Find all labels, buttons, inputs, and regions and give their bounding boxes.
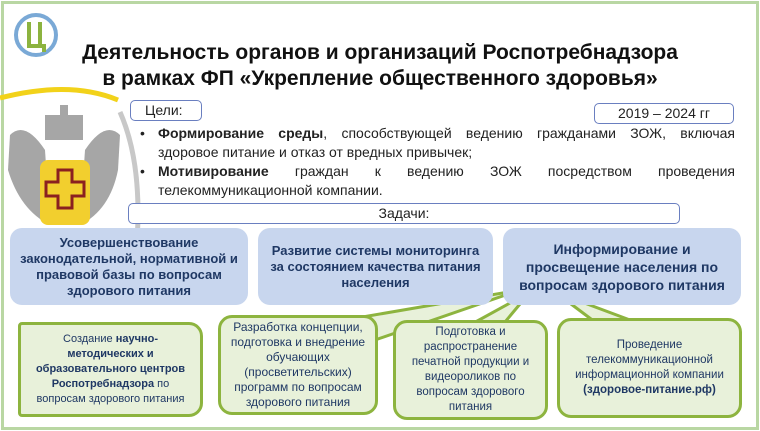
- action-link-text: (здоровое-питание.рф): [583, 384, 716, 396]
- action-print-video: Подготовка и распространение печатной пр…: [393, 320, 548, 420]
- action-bold: научно-методических и образовательного ц…: [35, 333, 186, 390]
- goal-item: Мотивирование граждан к ведению ЗОЖ поср…: [140, 162, 735, 200]
- yellow-arc: [0, 87, 119, 103]
- action-text: Создание: [63, 333, 116, 345]
- action-text: по вопросам здорового питания: [36, 378, 185, 405]
- goal-bold: Мотивирование: [158, 163, 269, 179]
- goal-bold: Формирование среды: [158, 125, 324, 141]
- eagle-emblem-icon: [8, 105, 120, 225]
- logo-icon: [14, 13, 58, 57]
- task-legislation: Усовершенствование законодательной, норм…: [10, 228, 248, 305]
- goals-list: Формирование среды, способствующей веден…: [140, 124, 735, 200]
- goal-text: граждан к ведению ЗОЖ посредством провед…: [158, 163, 735, 198]
- title-line-2: в рамках ФП «Укрепление общественного зд…: [102, 67, 658, 90]
- tasks-label: Задачи:: [128, 203, 680, 224]
- action-centers: Создание научно-методических и образоват…: [18, 322, 203, 417]
- page-title: Деятельность органов и организаций Роспо…: [60, 40, 700, 92]
- task-informing: Информирование и просвещение населения п…: [503, 228, 741, 305]
- action-text: Проведение телекоммуникационной информац…: [575, 339, 724, 381]
- goal-text: , способствующей ведению гражданами ЗОЖ,…: [158, 125, 735, 160]
- goal-item: Формирование среды, способствующей веден…: [140, 124, 735, 162]
- goals-label: Цели:: [130, 100, 202, 121]
- action-campaign: Проведение телекоммуникационной информац…: [557, 318, 742, 418]
- period-badge: 2019 – 2024 гг: [594, 103, 734, 124]
- title-line-1: Деятельность органов и организаций Роспо…: [82, 41, 678, 64]
- action-programs: Разработка концепции, подготовка и внедр…: [218, 315, 378, 415]
- task-monitoring: Развитие системы мониторинга за состояни…: [258, 228, 493, 305]
